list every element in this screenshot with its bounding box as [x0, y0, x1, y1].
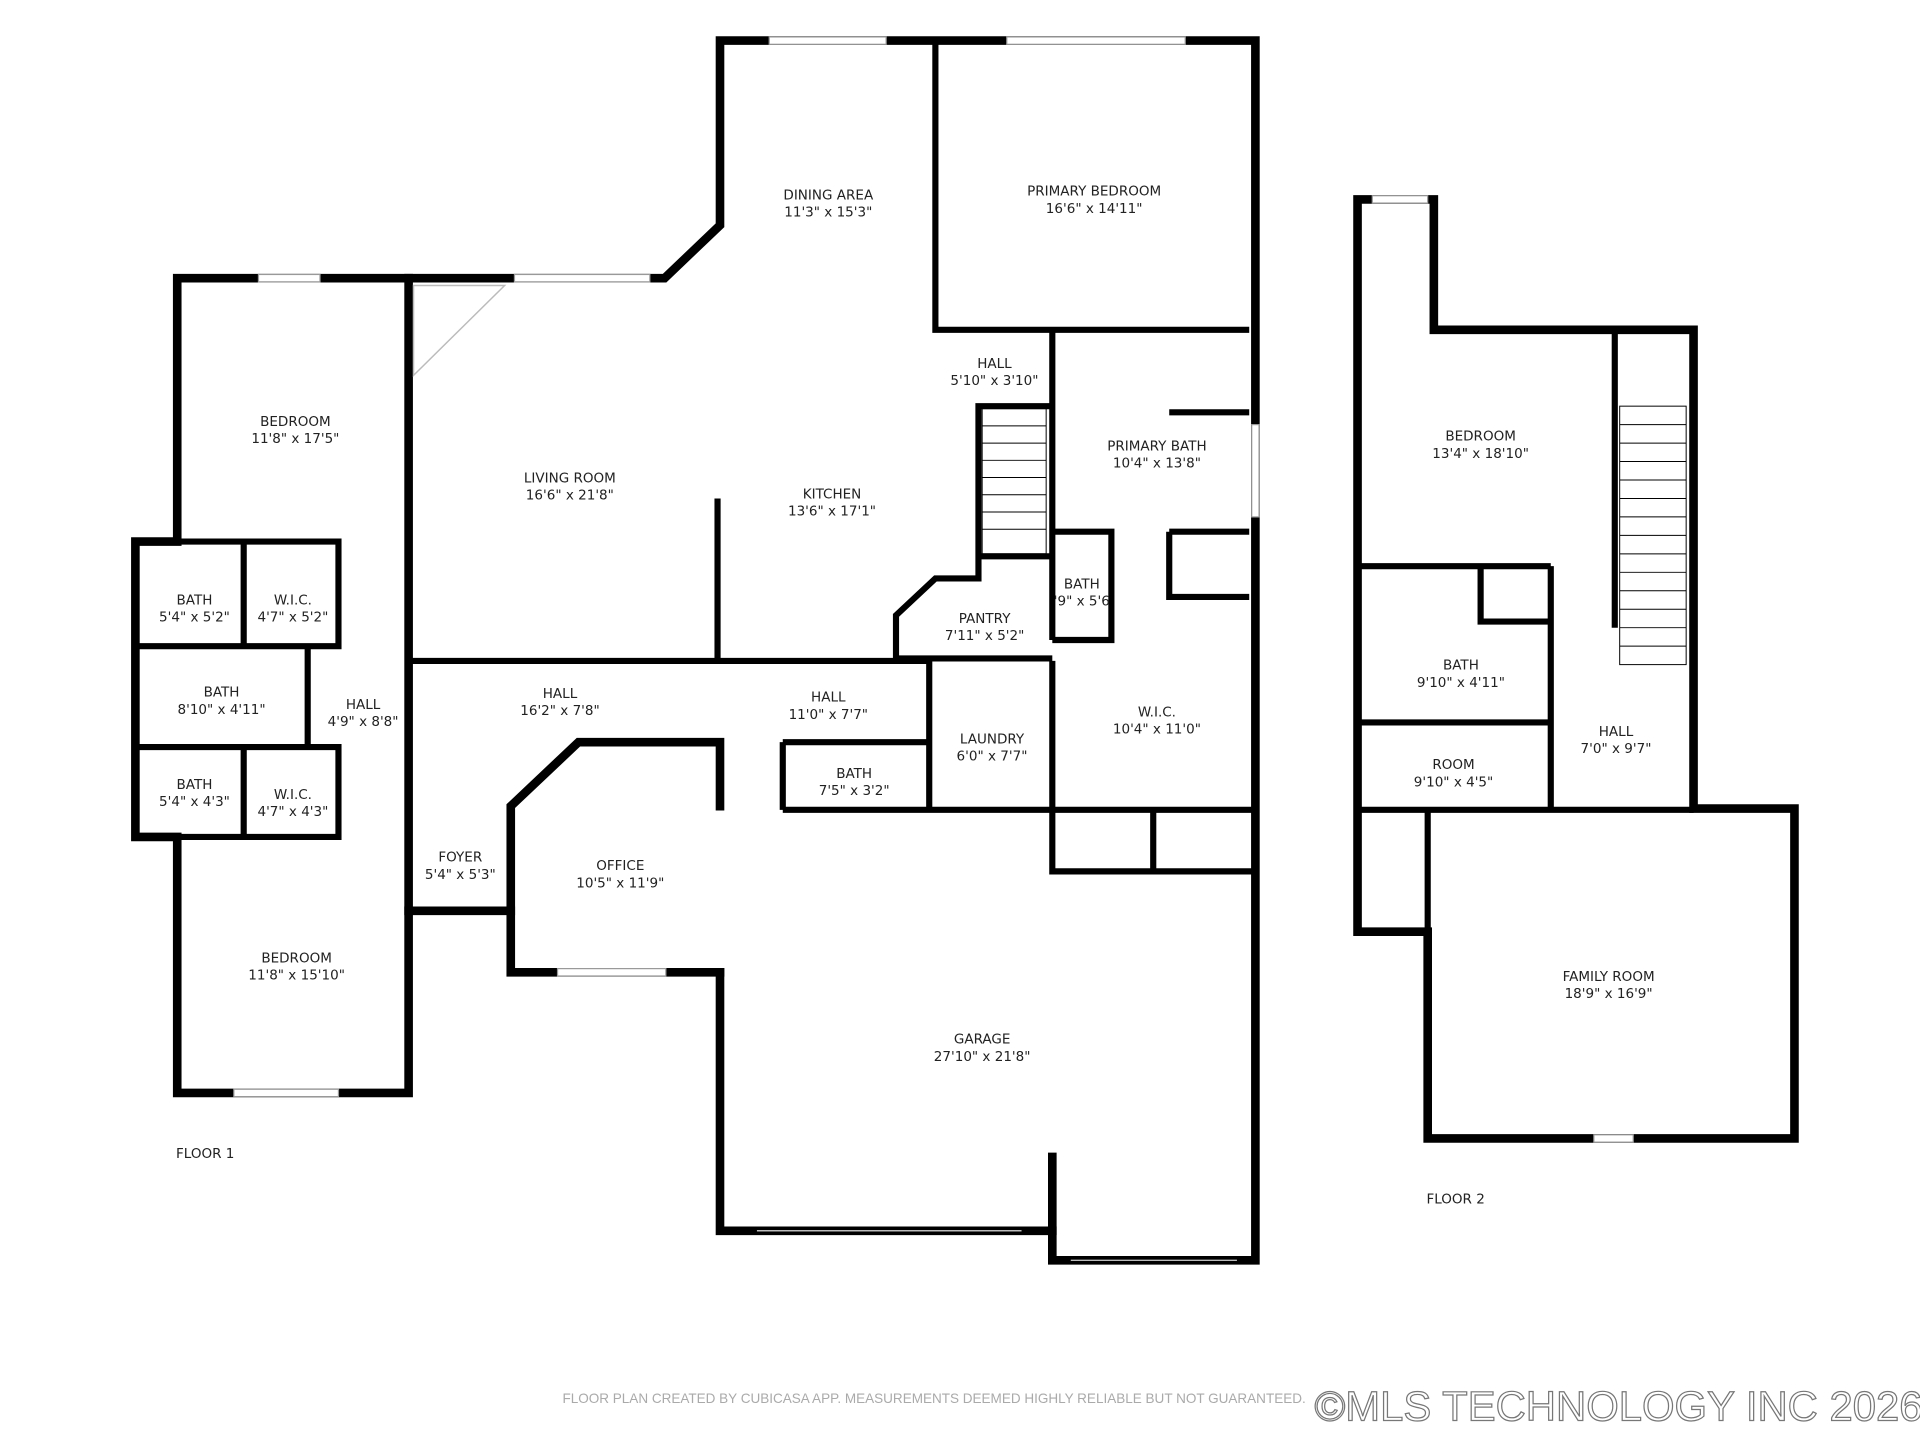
room-wic: W.I.C.10'4" x 11'0"	[1113, 704, 1201, 737]
stairs	[1619, 405, 1687, 666]
floor1-walls	[131, 36, 1260, 1265]
floor2-label: FLOOR 2	[1426, 1192, 1484, 1208]
floor1-label: FLOOR 1	[176, 1146, 234, 1162]
fireplace	[412, 284, 507, 378]
disclaimer: FLOOR PLAN CREATED BY CUBICASA APP. MEAS…	[562, 1391, 1305, 1406]
floor2-walls	[981, 195, 1799, 1143]
room-bath: BATH'9" x 5'6	[1054, 576, 1110, 609]
room-wic: W.I.C.4'7" x 5'2"	[257, 592, 328, 625]
room-wic: W.I.C.4'7" x 4'3"	[257, 787, 328, 820]
stairs	[981, 408, 1047, 555]
watermark: ©MLS TECHNOLOGY INC 2026	[1314, 1382, 1920, 1429]
